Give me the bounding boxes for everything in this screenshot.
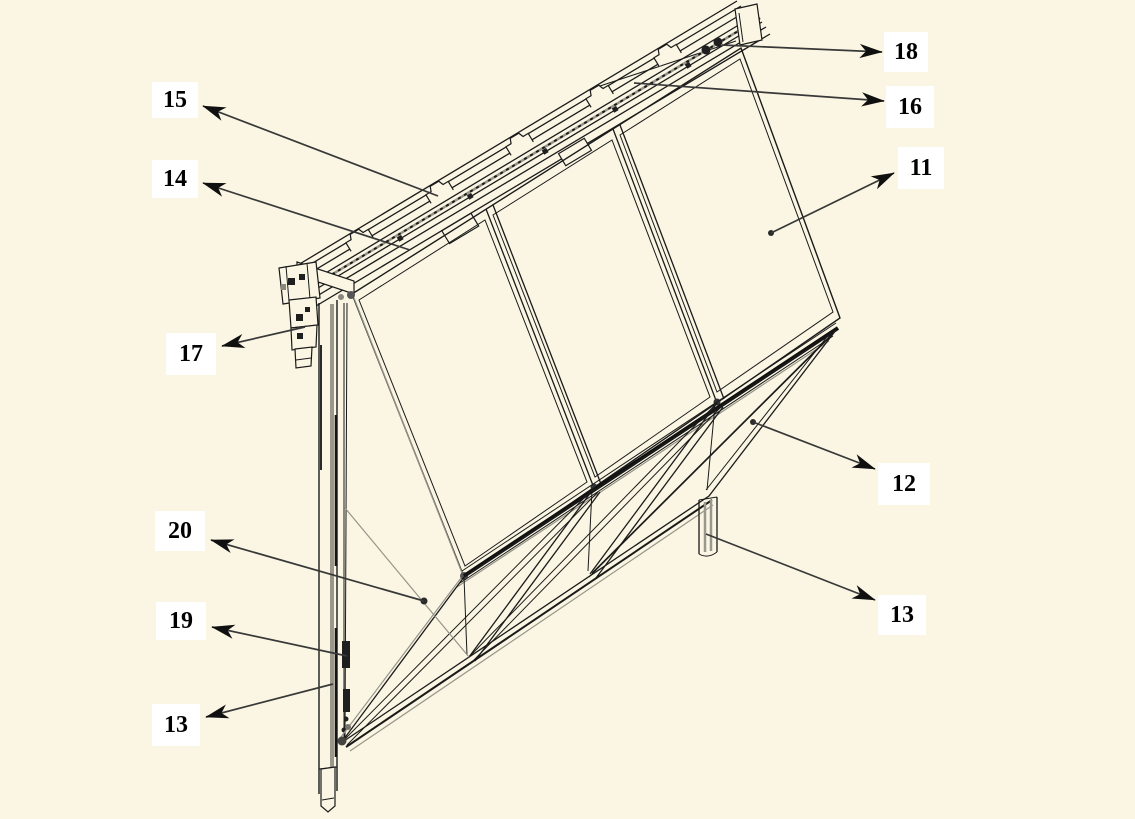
part-label-20: 20 <box>155 511 205 551</box>
part-label-18: 18 <box>884 32 928 72</box>
lower-panel <box>337 329 837 752</box>
drive-unit <box>278 261 355 369</box>
part-label-16: 16 <box>886 86 934 128</box>
rail-trolley-bracket <box>425 180 454 204</box>
top-rail-track <box>282 0 771 313</box>
suspension-cable <box>341 302 350 739</box>
part-label-13-right: 13 <box>878 595 926 635</box>
leader-12 <box>750 419 876 470</box>
leader-11 <box>768 172 895 236</box>
leader-16 <box>633 82 885 107</box>
lower-panel-braces <box>342 329 837 746</box>
lower-panel-mullions <box>468 402 724 662</box>
part-label-13-left: 13 <box>152 704 200 746</box>
leader-18 <box>721 43 883 59</box>
upper-panel-mullions <box>485 124 725 489</box>
left-post <box>318 300 338 813</box>
leader-lines <box>202 43 895 719</box>
upper-panel <box>338 46 841 580</box>
part-label-14: 14 <box>152 160 198 198</box>
right-post <box>698 496 718 557</box>
rail-rollers <box>396 61 692 242</box>
panel-hangers <box>440 137 593 245</box>
rail-trolley-bracket <box>505 132 534 156</box>
rail-trolley-bracket <box>653 43 682 67</box>
part-label-17: 17 <box>166 333 216 375</box>
rail-end-plate <box>701 3 763 55</box>
leader-14 <box>202 182 411 251</box>
leader-15 <box>202 105 439 197</box>
leader-17 <box>221 326 306 348</box>
part-label-11: 11 <box>898 147 944 189</box>
rail-trolley-bracket <box>585 84 614 108</box>
leader-19 <box>211 624 348 657</box>
leader-20 <box>210 539 428 605</box>
part-label-12: 12 <box>878 463 930 505</box>
leader-13-right <box>705 533 876 601</box>
part-label-19: 19 <box>156 602 206 640</box>
part-label-15: 15 <box>152 82 198 118</box>
leader-13-left <box>205 683 334 719</box>
stay-cable <box>344 507 470 658</box>
